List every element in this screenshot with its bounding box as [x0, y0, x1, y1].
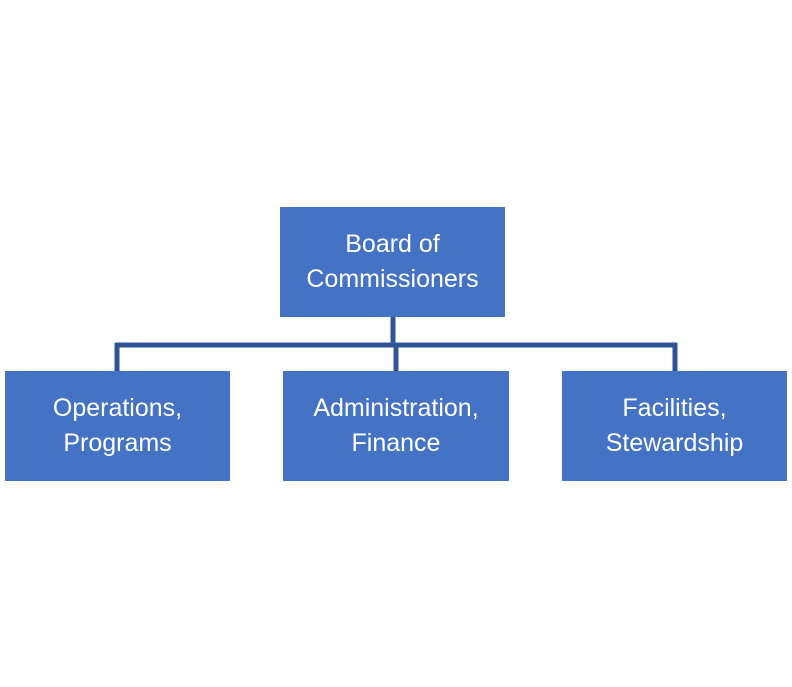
operations-programs-box: Operations, Programs: [5, 371, 230, 481]
board-of-commissioners-label: Board of Commissioners: [306, 230, 479, 293]
board-of-commissioners-box: Board of Commissioners: [280, 207, 505, 317]
administration-finance-box: Administration, Finance: [283, 371, 509, 481]
operations-programs-label: Operations, Programs: [52, 394, 183, 457]
facilities-stewardship-label: Facilities, Stewardship: [605, 394, 744, 457]
administration-finance-label: Administration, Finance: [313, 394, 479, 457]
facilities-stewardship-box: Facilities, Stewardship: [562, 371, 787, 481]
